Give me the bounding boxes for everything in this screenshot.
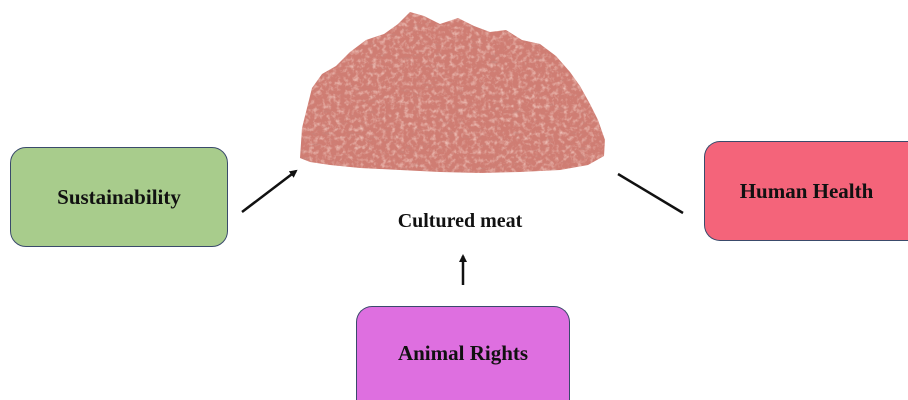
cultured-meat-label: Cultured meat — [360, 210, 560, 233]
arrow-sustainability-to-meat — [242, 171, 296, 212]
animal-rights-label: Animal Rights — [398, 341, 528, 366]
connector-human-health-to-meat — [618, 174, 683, 213]
sustainability-node: Sustainability — [10, 147, 228, 247]
animal-rights-node: Animal Rights — [356, 306, 570, 400]
human-health-node: Human Health — [704, 141, 908, 241]
human-health-label: Human Health — [740, 179, 874, 204]
sustainability-label: Sustainability — [57, 185, 181, 210]
